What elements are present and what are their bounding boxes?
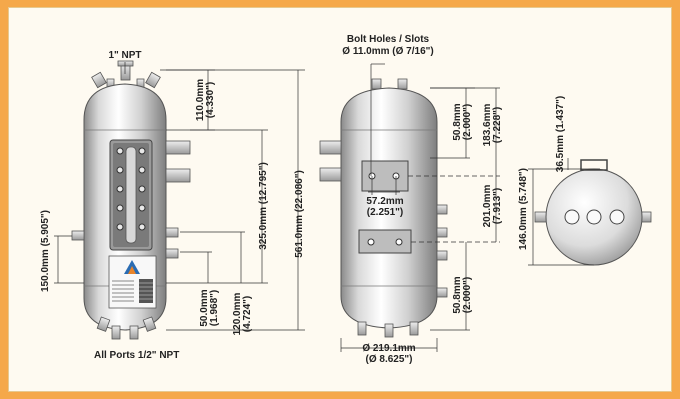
dim-150-label: 150.0mm (5.905") [40,210,51,292]
side-view-bottom-ports [357,321,419,338]
side-view-ports [319,140,448,298]
front-view-vessel [71,60,191,340]
top-port-label: 1" NPT [108,50,141,61]
dim-201-label: 201.0mm [482,184,493,227]
dim-201-inch-label: (7.913") [492,188,503,224]
bottom-ports [96,316,157,340]
dim-2191-label: Ø 219.1mm [362,343,415,354]
dimension-labels: 1" NPT All Ports 1/2" NPT 110.0mm (4.330… [40,34,566,365]
top-view-vessel [534,159,652,266]
right-side-ports [165,140,191,259]
dim-365-label: 36.5mm (1.437") [555,96,566,172]
side-view-dimensions [340,63,500,352]
dim-1836-label: 183.6mm [482,103,493,146]
dim-50-inch-label: (1.968") [209,290,220,326]
dim-508-top-label: 50.8mm [452,103,463,140]
mounting-bracket-top [361,160,409,192]
dim-120-label: 120.0mm [232,292,243,335]
dim-561-label: 561.0mm (22.086") [294,170,305,258]
dim-325-label: 325.0mm (12.795") [258,162,269,250]
dim-508-top-inch-label: (2.000") [462,104,473,140]
bottom-ports-label: All Ports 1/2" NPT [94,350,179,361]
dim-508-bot-label: 50.8mm [452,276,463,313]
bolt-holes-title: Bolt Holes / Slots [347,34,430,45]
dim-508-bot-inch-label: (2.000") [462,277,473,313]
side-view-centerlines [408,175,500,243]
mounting-bracket-bottom [358,229,412,254]
nameplate [108,255,157,309]
bolt-holes-diameter: Ø 11.0mm (Ø 7/16") [342,46,433,57]
front-view-dimensions [54,62,305,331]
side-view-vessel [319,78,448,338]
dim-57-label: 57.2mm [366,196,403,207]
left-side-port [71,230,85,241]
dim-146-label: 146.0mm (5.748") [518,168,529,250]
dim-57-inch-label: (2.251") [367,207,403,218]
dim-2191-inch-label: (Ø 8.625") [366,354,413,365]
dim-110-label: 110.0mm [195,79,206,121]
sight-glass [109,139,153,251]
dim-50-label: 50.0mm [199,289,210,326]
dim-120-inch-label: (4.724") [242,296,253,332]
top-view-dimensions [528,158,600,266]
dim-1836-inch-label: (7.228") [492,107,503,143]
dim-110-inch-label: (4.330") [205,82,216,118]
top-view-bracket [580,159,608,171]
